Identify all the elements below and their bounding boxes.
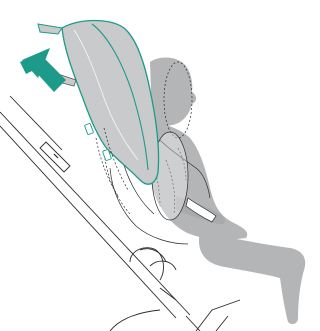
arrow-up-right-icon [20, 48, 66, 92]
headrest-hood [38, 21, 159, 197]
